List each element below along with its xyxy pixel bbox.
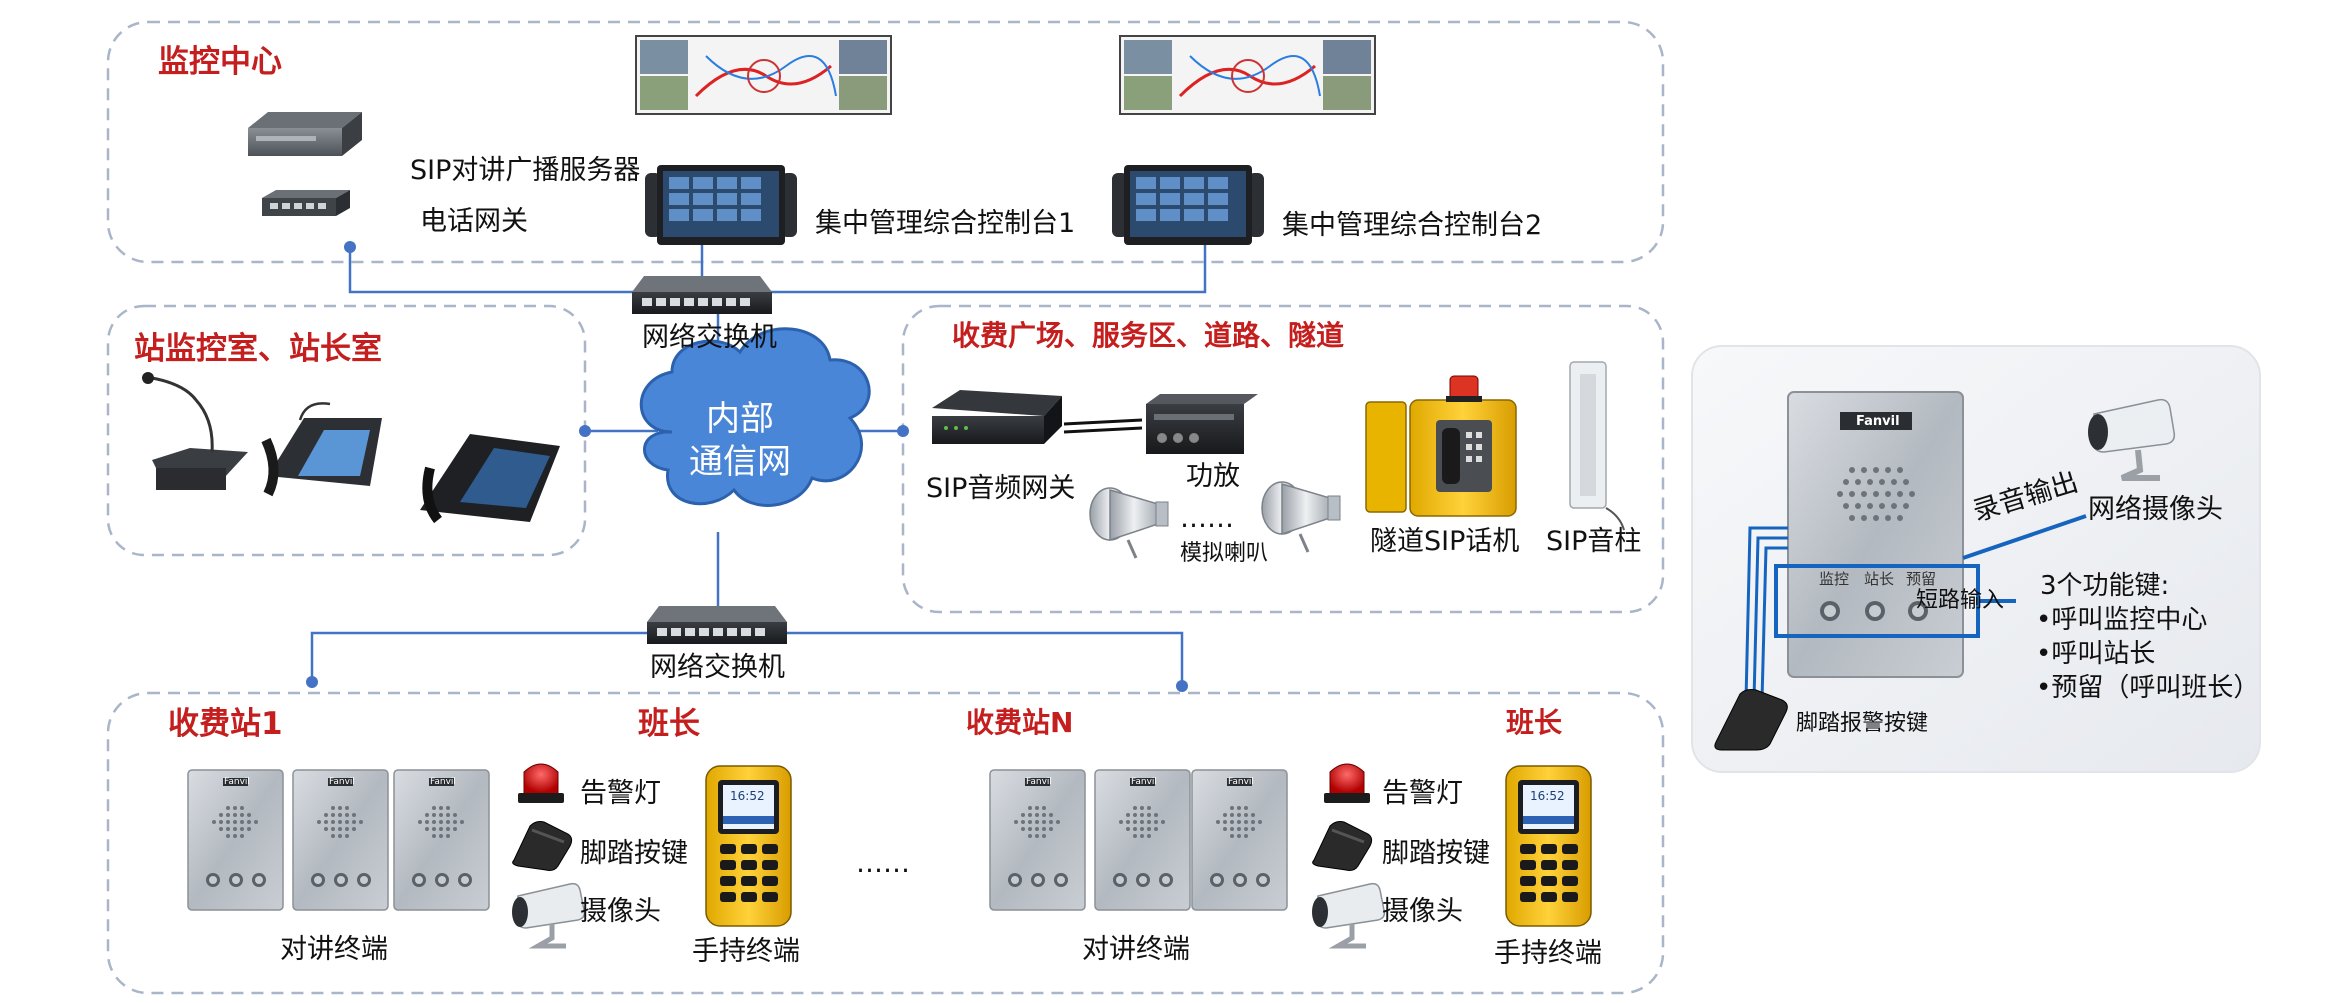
panel-brand: Fanvil [1026, 777, 1052, 787]
speaker-dots: …… [1180, 503, 1234, 534]
sip-audio-gateway-device [932, 390, 1062, 444]
cloud-label: 内部 通信网 [680, 398, 800, 483]
plaza-region [901, 304, 1665, 614]
sip-server-label: SIP对讲广播服务器 [410, 155, 641, 186]
station-room-title: 站监控室、站长室 [134, 331, 382, 367]
sip-column-label: SIP音柱 [1546, 526, 1642, 557]
toll-station-1-title: 收费站1 [168, 706, 283, 742]
detail-key-3: 预留 [1906, 570, 1937, 588]
tunnel-sip-phone-device [1365, 375, 1517, 517]
handheld-2-label: 手持终端 [1494, 938, 1602, 969]
camera-2-label: 摄像头 [1382, 896, 1463, 927]
switch-top-label: 网络交换机 [642, 322, 777, 353]
internal-network-cloud [639, 327, 871, 507]
toll-station-dots: …… [856, 848, 910, 879]
detail-card [1691, 345, 2261, 773]
foot-button-1-label: 脚踏按键 [580, 838, 688, 869]
amplifier-device [1146, 394, 1258, 454]
shift-leader-2-title: 班长 [1506, 706, 1563, 739]
sip-broadcast-server-device [248, 112, 362, 156]
amplifier-label: 功放 [1186, 461, 1240, 492]
toll-station-n-title: 收费站N [966, 706, 1074, 739]
monitor-center-title: 监控中心 [158, 44, 282, 80]
cloud-line-1: 内部 [706, 399, 774, 439]
function-key-3: •预留（呼叫班长） [2036, 673, 2260, 703]
sip-column-speaker-device [1569, 361, 1625, 531]
panel-brand: Fanvil [329, 777, 355, 787]
handheld-1-label: 手持终端 [692, 936, 800, 967]
detail-key-1: 监控 [1819, 570, 1850, 588]
tunnel-phone-label: 隧道SIP话机 [1370, 526, 1520, 557]
panel-brand: Fanvil [1131, 777, 1157, 787]
handheld-2-time: 16:52 [1530, 789, 1565, 803]
console-1-label: 集中管理综合控制台1 [815, 208, 1076, 239]
foot-button-2-label: 脚踏按键 [1382, 838, 1490, 869]
short-input-label: 短路输入 [1916, 588, 2005, 613]
switch-bottom-label: 网络交换机 [650, 652, 785, 683]
plaza-title: 收费广场、服务区、道路、隧道 [952, 319, 1345, 352]
toll-region [106, 691, 1665, 995]
shift-leader-1-title: 班长 [638, 706, 700, 742]
phone-gateway-label: 电话网关 [420, 206, 528, 237]
desk-microphone-device [142, 372, 248, 490]
panel-brand: Fanvil [430, 777, 456, 787]
console-2-label: 集中管理综合控制台2 [1282, 210, 1543, 241]
intercom-1-label: 对讲终端 [280, 934, 388, 965]
detail-brand: Fanvil [1856, 414, 1900, 429]
foot-alarm-label: 脚踏报警按键 [1796, 711, 1929, 736]
detail-network-camera [2088, 398, 2176, 481]
detail-key-2: 站长 [1864, 570, 1895, 588]
recording-output-label: 录音输出 [1969, 466, 2082, 528]
panel-brand: Fanvil [1228, 777, 1254, 787]
video-desk-phone-device [261, 402, 382, 497]
function-key-1: •呼叫监控中心 [2036, 605, 2208, 635]
detail-foot-pedal [1714, 689, 1788, 751]
camera-1-label: 摄像头 [580, 896, 661, 927]
alarm-light-1-label: 告警灯 [580, 778, 661, 809]
panel-brand: Fanvil [224, 777, 250, 787]
handheld-1-time: 16:52 [730, 789, 765, 803]
cloud-line-2: 通信网 [689, 441, 791, 482]
network-camera-label: 网络摄像头 [2088, 494, 2223, 525]
analog-speaker-label: 模拟喇叭 [1180, 541, 1269, 566]
intercom-2-label: 对讲终端 [1082, 934, 1190, 965]
phone-gateway-device [262, 190, 350, 216]
function-key-2: •呼叫站长 [2036, 639, 2156, 669]
touch-console-device [420, 434, 560, 524]
alarm-light-2-label: 告警灯 [1382, 778, 1463, 809]
sip-audio-gateway-label: SIP音频网关 [926, 473, 1076, 504]
function-keys-title: 3个功能键: [2040, 571, 2170, 601]
